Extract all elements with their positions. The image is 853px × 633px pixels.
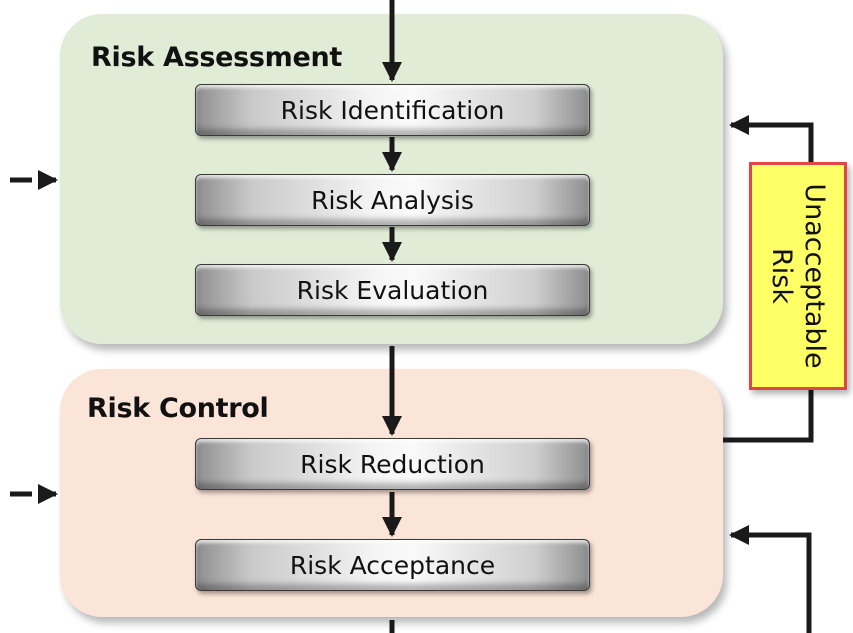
unacceptable-risk-label: Unacceptable Risk: [766, 183, 830, 369]
risk-evaluation-box: Risk Evaluation: [195, 264, 590, 316]
risk-control-title: Risk Control: [87, 393, 269, 424]
risk-identification-box: Risk Identification: [195, 84, 590, 136]
lower-feedback-arrow: [729, 525, 812, 633]
risk-assessment-title: Risk Assessment: [91, 42, 343, 73]
risk-analysis-box: Risk Analysis: [195, 174, 590, 226]
risk-acceptance-box: Risk Acceptance: [195, 539, 590, 591]
risk-reduction-box: Risk Reduction: [195, 438, 590, 490]
unacceptable-risk-box: Unacceptable Risk: [749, 162, 847, 390]
